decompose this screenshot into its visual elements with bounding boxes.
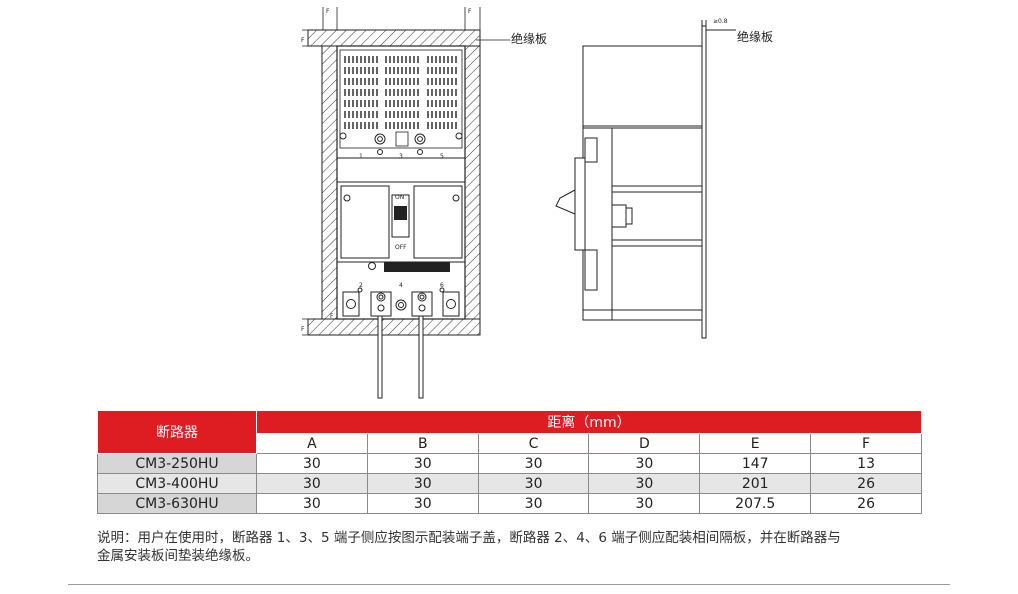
model-cell: CM3-400HU bbox=[97, 473, 257, 494]
value-cell: 201 bbox=[699, 473, 812, 494]
value-cell: 30 bbox=[256, 453, 368, 474]
sub-header-d: D bbox=[588, 433, 701, 454]
top-insulation-bar bbox=[307, 29, 481, 47]
dim-label-f-2: F bbox=[468, 8, 472, 15]
model-cell: CM3-630HU bbox=[97, 493, 257, 514]
dim-label-f-1: F bbox=[326, 8, 330, 15]
vent-grille bbox=[339, 49, 463, 149]
terminal-number-6: 6 bbox=[440, 282, 444, 289]
nameplate bbox=[384, 262, 450, 272]
dim-label-f-3: F bbox=[301, 37, 305, 44]
front-view: 1 3 5 ON OFF bbox=[301, 7, 547, 399]
left-insulation-strip bbox=[321, 45, 338, 320]
dim-label-f-5: F bbox=[330, 313, 334, 320]
sub-header-c: C bbox=[477, 433, 590, 454]
value-cell: 147 bbox=[699, 453, 812, 474]
value-cell: 30 bbox=[256, 473, 368, 494]
note-line-2: 金属安装板间垫装绝缘板。 bbox=[97, 548, 259, 564]
sub-header-a: A bbox=[256, 433, 368, 454]
distance-column-header: 距离（mm） bbox=[256, 410, 922, 434]
terminal-number-4: 4 bbox=[399, 282, 403, 289]
breaker-handle: ON OFF bbox=[391, 194, 410, 251]
value-cell: 30 bbox=[588, 493, 701, 514]
value-cell: 30 bbox=[256, 493, 368, 514]
bottom-insulation-bar bbox=[307, 318, 481, 336]
side-upper-body bbox=[582, 45, 703, 133]
technical-drawing: 1 3 5 ON OFF bbox=[301, 7, 773, 399]
dim-label-f-4: F bbox=[301, 326, 305, 333]
value-cell: 26 bbox=[810, 493, 922, 514]
value-cell: 30 bbox=[366, 473, 479, 494]
top-terminals bbox=[339, 131, 463, 155]
value-cell: 30 bbox=[588, 453, 701, 474]
value-cell: 207.5 bbox=[699, 493, 812, 514]
table-row: CM3-400HU 30 30 30 30 201 26 bbox=[97, 473, 922, 494]
value-cell: 26 bbox=[810, 473, 922, 494]
value-cell: 30 bbox=[477, 453, 590, 474]
side-insulation-label: 绝缘板 bbox=[737, 29, 773, 44]
right-insulation-strip bbox=[464, 45, 481, 320]
breaker-column-header: 断路器 bbox=[97, 410, 257, 454]
terminal-number-5: 5 bbox=[440, 153, 444, 160]
phase-barriers bbox=[377, 315, 424, 399]
side-mounting-plate bbox=[701, 25, 707, 339]
handle-on-label: ON bbox=[395, 194, 404, 201]
terminal-number-3: 3 bbox=[399, 153, 403, 160]
note-line-1: 说明：用户在使用时，断路器 1、3、5 端子侧应按图示配装端子盖，断路器 2、4… bbox=[97, 530, 841, 546]
terminal-number-2: 2 bbox=[359, 282, 363, 289]
value-cell: 13 bbox=[810, 453, 922, 474]
terminal-number-1: 1 bbox=[359, 153, 363, 160]
usage-note: 说明：用户在使用时，断路器 1、3、5 端子侧应按图示配装端子盖，断路器 2、4… bbox=[97, 529, 937, 565]
sub-header-b: B bbox=[366, 433, 479, 454]
right-panel bbox=[413, 185, 463, 259]
value-cell: 30 bbox=[588, 473, 701, 494]
sub-header-e: E bbox=[699, 433, 812, 454]
value-cell: 30 bbox=[477, 493, 590, 514]
side-main-body bbox=[582, 127, 703, 321]
left-panel bbox=[340, 185, 390, 259]
value-cell: 30 bbox=[477, 473, 590, 494]
table-row: CM3-250HU 30 30 30 30 147 13 bbox=[97, 453, 922, 474]
front-insulation-label: 绝缘板 bbox=[511, 31, 547, 46]
dimension-marks bbox=[302, 7, 510, 336]
model-cell: CM3-250HU bbox=[97, 453, 257, 474]
bottom-divider bbox=[68, 584, 950, 585]
value-cell: 30 bbox=[366, 493, 479, 514]
sub-header-f: F bbox=[810, 433, 922, 454]
table-row: CM3-630HU 30 30 30 30 207.5 26 bbox=[97, 493, 922, 514]
handle-off-label: OFF bbox=[395, 244, 407, 251]
value-cell: 30 bbox=[366, 453, 479, 474]
side-dimension-label: ≥0.8 bbox=[713, 18, 728, 25]
distance-table: 断路器 距离（mm） A B C D E F CM3-250HU 30 30 3… bbox=[97, 410, 922, 514]
side-view bbox=[555, 20, 736, 339]
